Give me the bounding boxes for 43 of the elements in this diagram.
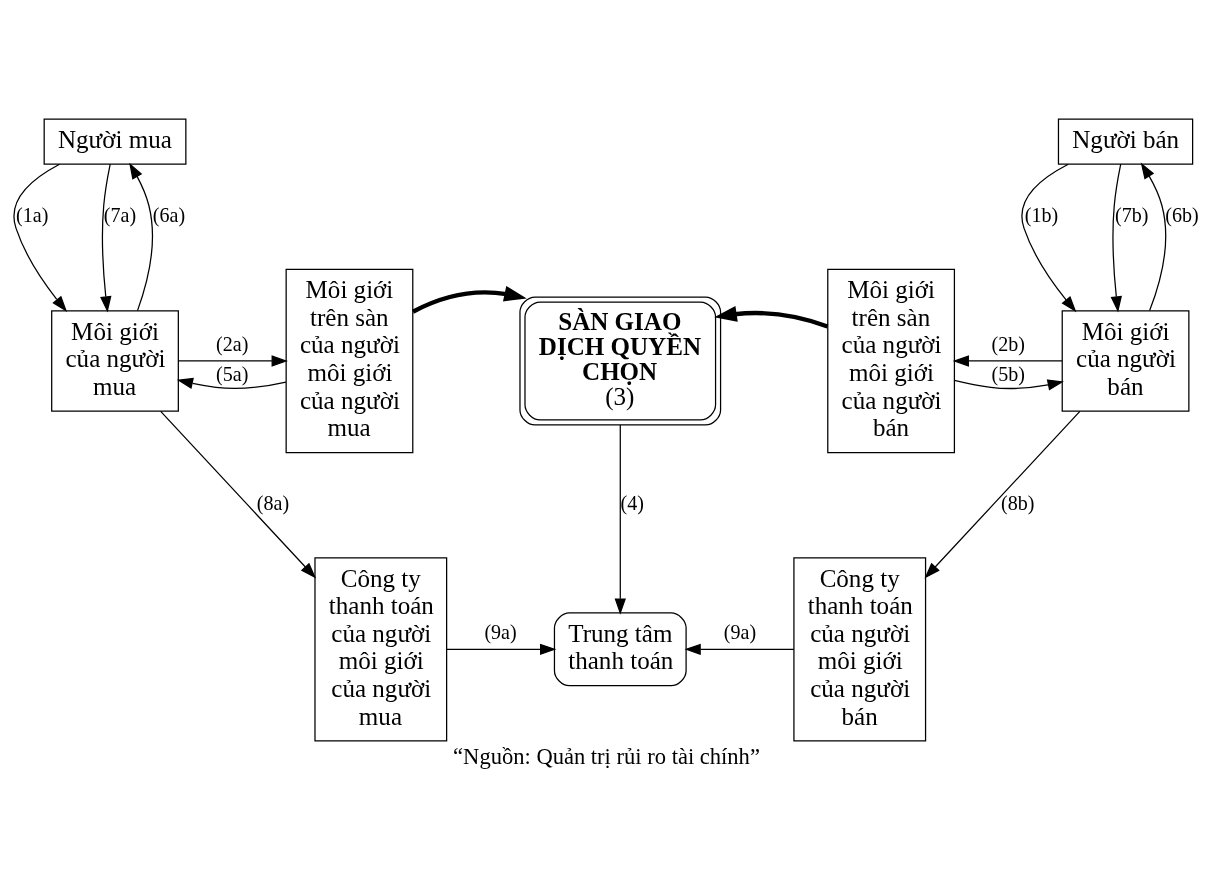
node-box: Trung tâm thanh toán [553, 612, 687, 687]
edge-label: (8a) [256, 491, 290, 514]
arrow [160, 410, 317, 579]
arrow [1110, 163, 1122, 313]
arrow [953, 379, 1064, 391]
edge-label: (1a) [16, 203, 49, 226]
node-box: Môi giới trên sàn của người môi giới của người bán [827, 268, 956, 454]
arrow [1140, 162, 1167, 312]
arrow [924, 410, 1081, 579]
arrow [13, 163, 68, 312]
edge-label: (2b) [991, 332, 1026, 355]
edge-label: (8b) [1001, 491, 1035, 514]
arrow [1021, 163, 1077, 313]
arrow [446, 643, 557, 656]
edge-label: (5a) [216, 362, 249, 385]
arrow [714, 306, 829, 329]
arrow [952, 355, 1063, 367]
arrow [684, 643, 795, 656]
edge-label: (2a) [216, 332, 249, 355]
node-box: Người mua [43, 118, 187, 165]
node-box: Môi giới của người mua [51, 310, 179, 412]
node-box: Công ty thanh toán của người môi giới của người bán [793, 557, 927, 742]
edge-label: (6b) [1165, 203, 1199, 226]
edge-label: (4) [620, 491, 644, 514]
edge-label: (9a) [484, 621, 517, 644]
caption: “Nguồn: Quản trị rủi ro tài chính” [453, 743, 760, 769]
arrow [411, 285, 527, 314]
arrow [176, 377, 287, 390]
arrow [100, 163, 112, 313]
edge-label: (9a) [723, 621, 757, 644]
arrow [129, 162, 153, 312]
edge-label: (6a) [152, 203, 186, 226]
node-box: Người bán [1057, 118, 1194, 165]
edge-label: (1b) [1024, 203, 1059, 226]
node-box: SÀN GIAO DỊCH QUYỀN CHỌN (3) [519, 296, 722, 426]
edge-label: (7a) [103, 203, 137, 226]
node-box: Môi giới trên sàn của người môi giới của người mua [285, 268, 414, 454]
arrow [177, 355, 288, 367]
node-box: Công ty thanh toán của người môi giới của người mua [314, 557, 448, 742]
node-box: Môi giới của người bán [1061, 310, 1190, 412]
edge-label: (5b) [991, 362, 1026, 385]
edge-label: (7b) [1115, 203, 1149, 226]
arrow [614, 424, 626, 615]
